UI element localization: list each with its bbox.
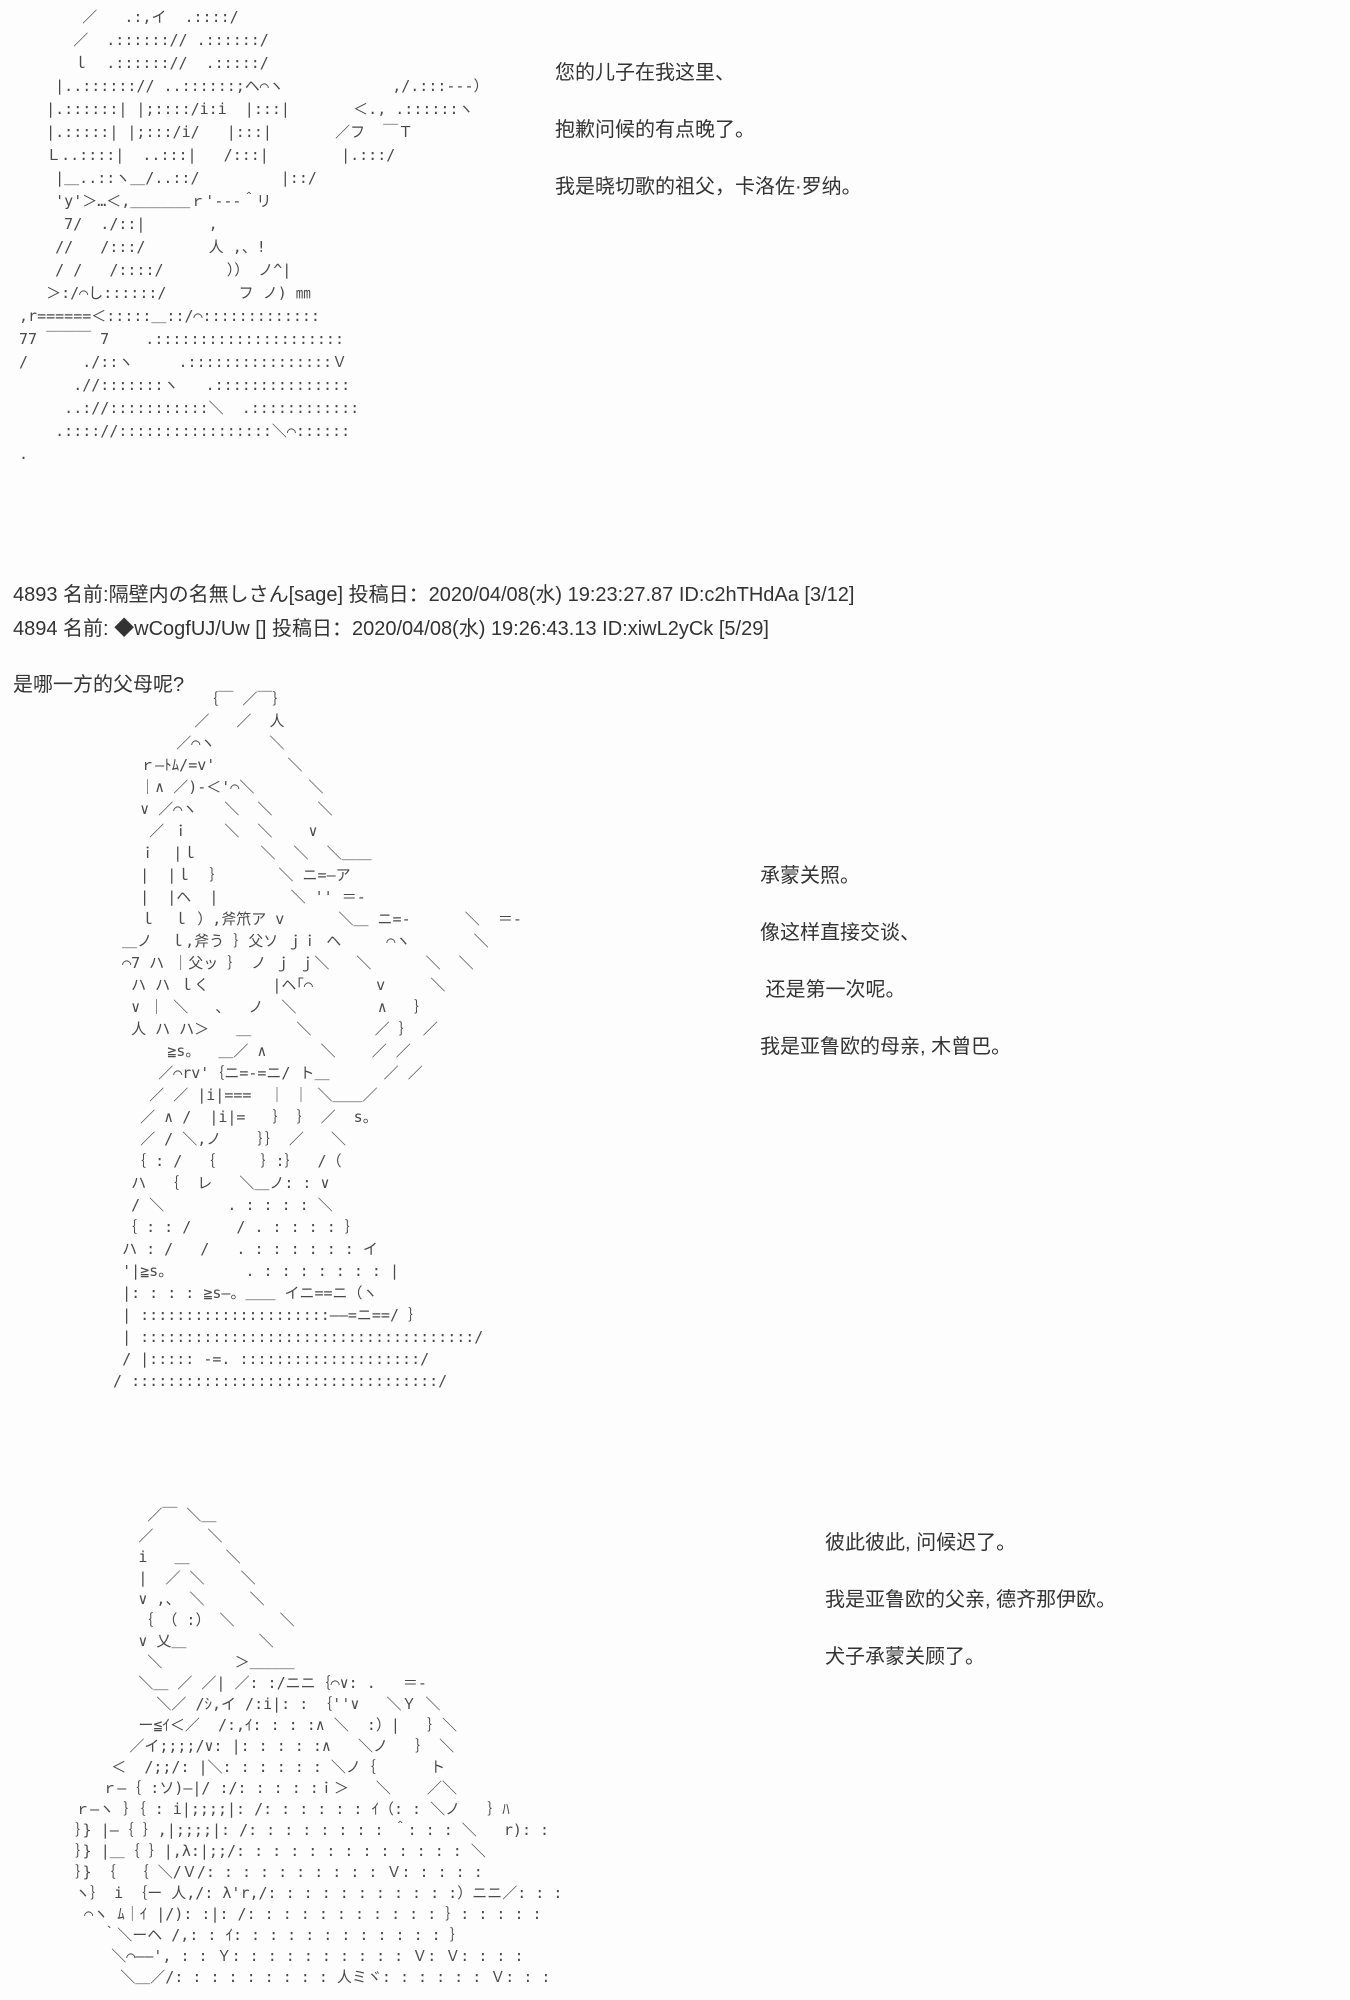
dialogue-mother: 承蒙关照。 像这样直接交谈、 还是第一次呢。 我是亚鲁欧的母亲, 木曾巴。	[760, 865, 1012, 1058]
post-4894-header: 4894 名前: ◆wCogfUJ/Uw [] 投稿日：2020/04/08(水…	[13, 618, 769, 640]
ascii-art-mother: ｛￣ ／￣｝ ／ ／ 人 ／⌒ヽ ＼ ｒ―ﾄﾑ/=v' ＼ ｜∧ ／)-＜'⌒＼…	[113, 690, 522, 1390]
post-4893-header: 4893 名前:隔壁内の名無しさん[sage] 投稿日：2020/04/08(水…	[13, 584, 855, 606]
dialogue-grandfather: 您的儿子在我这里、 抱歉问候的有点晚了。 我是晓切歌的祖父，卡洛佐·罗纳。	[555, 62, 862, 198]
dialogue-father: 彼此彼此, 问候迟了。 我是亚鲁欧的父亲, 德齐那伊欧。 犬子承蒙关顾了。	[825, 1532, 1117, 1668]
ascii-art-father: ／￣ ＼＿ ／ ＼ i ＿ ＼ | ／ ＼ ＼ ∨ ,、 ＼ ＼ ｛ （ :） …	[75, 1506, 563, 1986]
ascii-art-grandfather: ／ .:,イ .::::/ ／ .::::::// .::::::/ ｌ .::…	[19, 8, 489, 463]
post-4893-body: 是哪一方的父母呢?	[13, 674, 185, 696]
post-4893: 4893 名前:隔壁内の名無しさん[sage] 投稿日：2020/04/08(水…	[13, 520, 854, 760]
